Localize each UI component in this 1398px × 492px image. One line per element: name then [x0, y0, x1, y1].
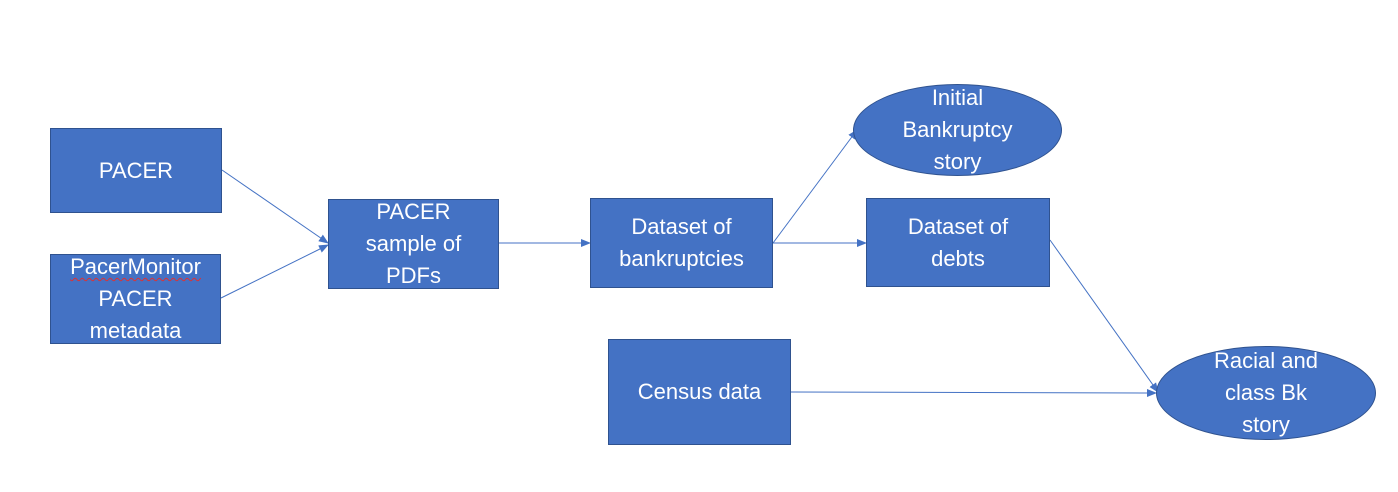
node-pacer: PACER — [50, 128, 222, 213]
node-label-line: class Bk — [1225, 380, 1307, 405]
node-label-line: Dataset of — [907, 213, 1009, 239]
arrow-pacermonitor-to-sample — [220, 244, 329, 299]
arrow-bankruptcies-to-initial-story — [772, 129, 858, 244]
node-label-line: PacerMonitor — [70, 254, 201, 279]
node-label-line: Census data — [637, 379, 762, 404]
node-label-line: PACER — [98, 157, 174, 183]
node-label-line: Bankruptcy — [902, 117, 1013, 142]
node-racial-class-bk-story: Racial and class Bk story — [1156, 346, 1376, 440]
node-label-line: sample of — [365, 231, 462, 256]
node-initial-bankruptcy-story: Initial Bankruptcy story — [853, 84, 1062, 176]
node-label-line: Dataset of — [631, 214, 732, 239]
node-label-line: debts — [931, 245, 985, 271]
node-dataset-debts: Dataset of debts — [866, 198, 1050, 287]
node-label-line: PDFs — [386, 263, 441, 288]
node-label-line: bankruptcies — [619, 246, 744, 271]
arrow-census-to-racial-story — [790, 388, 1157, 397]
node-dataset-bankruptcies: Dataset of bankruptcies — [590, 198, 773, 288]
arrow-pacer-to-sample — [221, 169, 329, 244]
node-pacer-sample: PACER sample of PDFs — [328, 199, 499, 289]
node-label-line: story — [933, 149, 982, 174]
arrow-debts-to-racial-story — [1049, 239, 1159, 393]
node-label-line: Racial and — [1214, 348, 1318, 373]
node-label-line: metadata — [89, 318, 182, 343]
node-census-data: Census data — [608, 339, 791, 445]
node-label-line: PACER — [376, 199, 451, 224]
node-label-line: PACER — [98, 286, 173, 311]
node-label-line: story — [1242, 412, 1290, 437]
node-pacermonitor-metadata: PacerMonitor PACER metadata — [50, 254, 221, 344]
node-label-line: Initial — [931, 85, 984, 110]
